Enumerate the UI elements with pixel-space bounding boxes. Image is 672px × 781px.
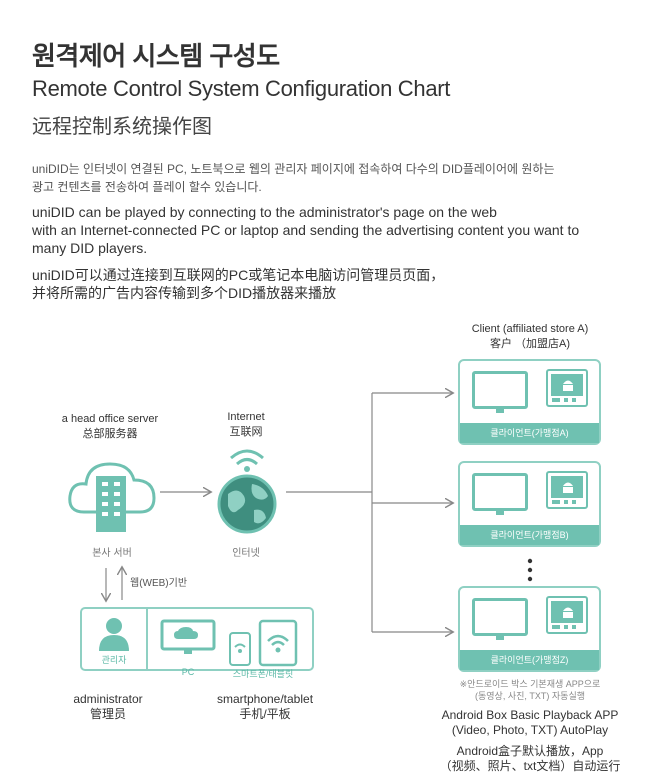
title-korean: 원격제어 시스템 구성도: [32, 41, 280, 71]
clients-header-cn: 客户 （加盟店A): [489, 338, 571, 350]
client-label: 클라이언트(가맹점B): [460, 525, 599, 545]
internet-label: Internet 互联网: [196, 410, 296, 440]
title-english: Remote Control System Configuration Char…: [32, 76, 451, 101]
internet-globe-icon: [217, 449, 277, 534]
description-ko-line: uniDID는 인터넷이 연결된 PC, 노트북으로 웹의 관리자 페이지에 접…: [32, 162, 555, 176]
pc-caption: PC: [181, 667, 195, 677]
server-cloud-icon: [68, 462, 156, 532]
internet-label-cn: 互联网: [229, 426, 263, 438]
administrator-icon: [99, 618, 129, 651]
android-box-icon: [546, 471, 588, 509]
client-label: 클라이언트(가맹점Z): [460, 650, 599, 670]
internet-label-en: Internet: [227, 411, 265, 423]
mobile-caption: 스마트폰/태블릿: [232, 669, 294, 679]
administrator-label-cn: 管理员: [89, 707, 126, 721]
mobile-label-en: smartphone/tablet: [216, 692, 314, 706]
pc-monitor-icon: [160, 619, 216, 654]
monitor-stand-icon: [496, 511, 504, 515]
android-icon: [563, 607, 573, 618]
description-korean: uniDID는 인터넷이 연결된 PC, 노트북으로 웹의 관리자 페이지에 접…: [32, 160, 632, 196]
monitor-icon: [472, 598, 528, 636]
title-chinese: 远程控制系统操作图: [32, 116, 212, 138]
note-ko-line: (동영상, 사진, TXT) 자동실행: [474, 691, 585, 701]
description-english: uniDID can be played by connecting to th…: [32, 203, 632, 257]
android-note-english: Android Box Basic Playback APP (Video, P…: [430, 708, 630, 738]
description-cn-line: uniDID可以通过连接到互联网的PC或笔记本电脑访问管理员页面，: [32, 267, 445, 283]
note-en-line: Android Box Basic Playback APP: [441, 708, 619, 722]
server-caption: 본사 서버: [92, 548, 132, 559]
note-ko-line: ※안드로이드 박스 기본재생 APP으로: [459, 679, 601, 689]
android-icon: [563, 482, 573, 493]
ellipsis-dot: [527, 567, 533, 573]
clients-header: Client (affiliated store A) 客户 （加盟店A): [440, 322, 620, 352]
description-en-line: many DID players.: [32, 240, 148, 256]
client-box-a: 클라이언트(가맹점A): [458, 359, 601, 445]
admin-caption: 관리자: [101, 655, 127, 665]
android-icon: [563, 380, 573, 391]
ellipsis-dot: [527, 576, 533, 582]
mobile-label-cn: 手机/平板: [239, 707, 291, 721]
description-ko-line: 광고 컨텐츠를 전송하여 플레이 할수 있습니다.: [32, 180, 262, 194]
administrator-label-en: administrator: [73, 692, 143, 706]
monitor-stand-icon: [496, 409, 504, 413]
note-cn-line: （视频、照片、txt文档）自动运行: [439, 759, 621, 773]
description-chinese: uniDID可以通过连接到互联网的PC或笔记本电脑访问管理员页面， 并将所需的广…: [32, 266, 632, 302]
tablet-icon: [258, 619, 298, 667]
note-en-line: (Video, Photo, TXT) AutoPlay: [451, 723, 609, 737]
android-note-chinese: Android盒子默认播放，App （视频、照片、txt文档）自动运行: [430, 744, 630, 774]
administrator-label: administrator 管理员: [58, 692, 158, 722]
clients-header-en: Client (affiliated store A): [471, 323, 589, 335]
server-label-cn: 总部服务器: [82, 428, 138, 440]
internet-caption: 인터넷: [232, 548, 260, 559]
client-label: 클라이언트(가맹점A): [460, 423, 599, 443]
client-box-z: 클라이언트(가맹점Z): [458, 586, 601, 672]
panel-divider: [146, 609, 148, 669]
smartphone-tablet-label: smartphone/tablet 手机/平板: [200, 692, 330, 722]
description-en-line: uniDID can be played by connecting to th…: [32, 204, 497, 220]
note-cn-line: Android盒子默认播放，App: [456, 744, 604, 758]
client-box-b: 클라이언트(가맹점B): [458, 461, 601, 547]
description-en-line: with an Internet-connected PC or laptop …: [32, 222, 580, 238]
ellipsis-dot: [527, 558, 533, 564]
android-box-icon: [546, 596, 588, 634]
admin-panel: 관리자 PC 스마트폰/태블릿: [80, 607, 314, 679]
monitor-icon: [472, 371, 528, 409]
server-label-en: a head office server: [61, 413, 159, 425]
android-box-icon: [546, 369, 588, 407]
monitor-stand-icon: [496, 636, 504, 640]
android-note-korean: ※안드로이드 박스 기본재생 APP으로 (동영상, 사진, TXT) 자동실행: [440, 678, 620, 702]
smartphone-icon: [229, 632, 251, 666]
web-link-label: 웹(WEB)기반: [130, 578, 188, 589]
server-label: a head office server 总部服务器: [40, 412, 180, 442]
description-cn-line: 并将所需的广告内容传输到多个DID播放器来播放: [32, 285, 337, 301]
monitor-icon: [472, 473, 528, 511]
